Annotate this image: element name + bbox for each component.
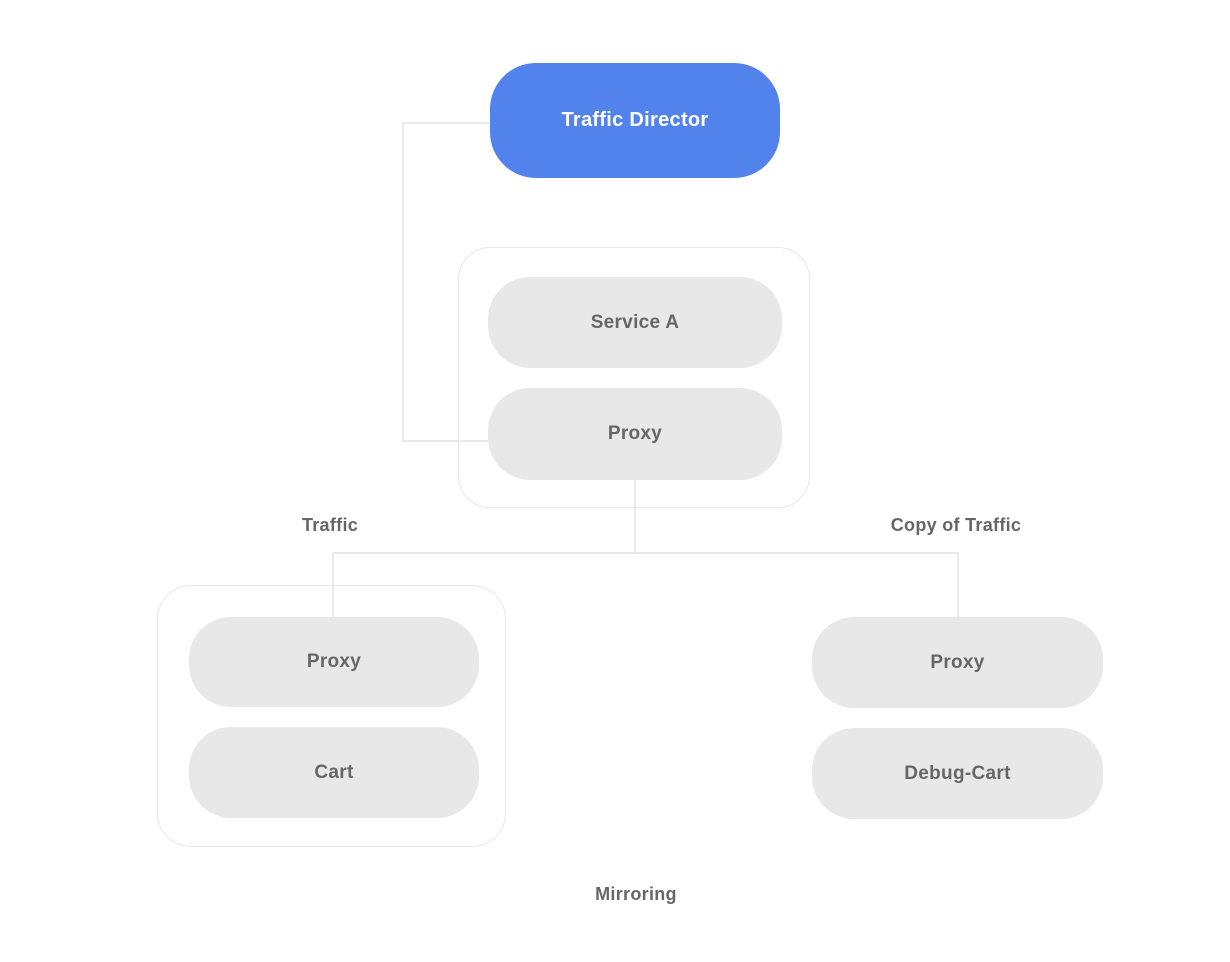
node-proxy-left: Proxy	[189, 617, 479, 707]
node-proxy-main-label: Proxy	[607, 423, 663, 444]
node-proxy-right-label: Proxy	[930, 651, 985, 673]
edge-label-mirroring: Mirroring	[536, 884, 736, 905]
node-proxy-right: Proxy	[812, 617, 1103, 708]
edge-label-copy-of-traffic: Copy of Traffic	[856, 515, 1056, 536]
edge-director-to-proxy-line	[402, 122, 490, 442]
node-debug-cart: Debug-Cart	[812, 728, 1103, 819]
edge-label-traffic-text: Traffic	[301, 515, 359, 535]
node-service-a: Service A	[488, 277, 782, 368]
node-cart-label: Cart	[314, 761, 354, 783]
edge-label-traffic: Traffic	[250, 515, 410, 536]
edge-label-mirroring-text: Mirroring	[595, 884, 677, 904]
group-service-a-container	[458, 247, 810, 508]
edge-label-copy-of-traffic-text: Copy of Traffic	[890, 515, 1022, 535]
node-debug-cart-label: Debug-Cart	[904, 762, 1011, 784]
node-proxy-left-label: Proxy	[306, 651, 362, 672]
node-cart: Cart	[189, 727, 479, 818]
node-traffic-director-label: Traffic Director	[561, 109, 709, 131]
node-proxy-main: Proxy	[488, 388, 782, 480]
node-traffic-director: Traffic Director	[490, 63, 780, 178]
node-service-a-label: Service A	[590, 311, 680, 333]
group-cart-container	[157, 585, 506, 847]
